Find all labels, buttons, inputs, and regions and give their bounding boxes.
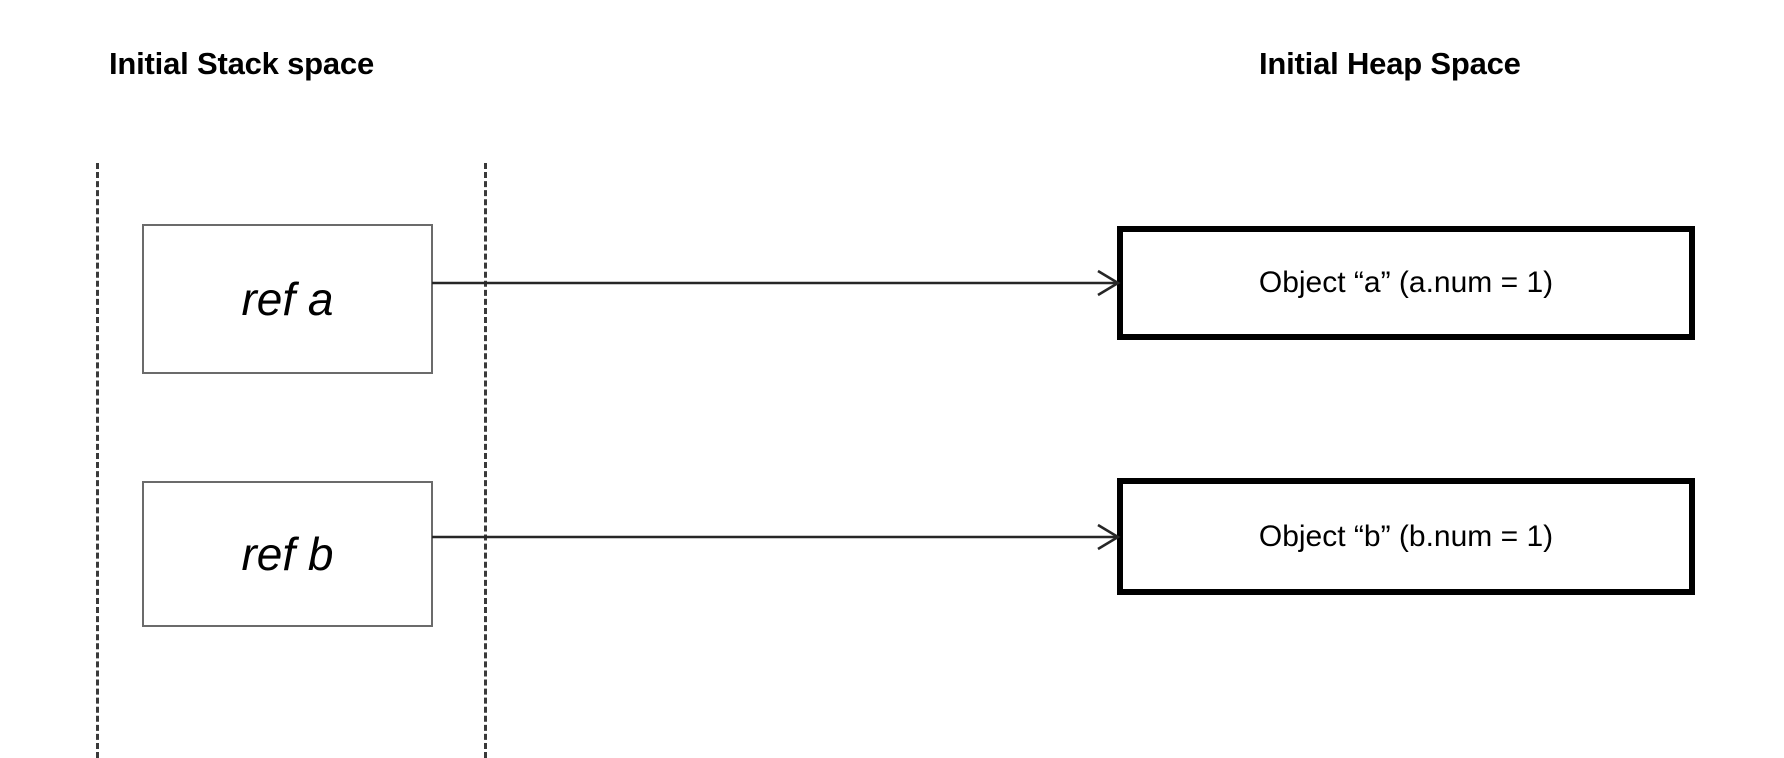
stack-frame-ref-b[interactable]: ref b [142, 481, 433, 627]
stack-frame-ref-a-label: ref a [241, 273, 334, 325]
heap-object-a-label: Object “a” (a.num = 1) [1258, 266, 1554, 299]
heap-object-a[interactable]: Object “a” (a.num = 1) [1117, 226, 1695, 340]
stack-space-heading: Initial Stack space [109, 46, 374, 81]
heap-object-b-label: Object “b” (b.num = 1) [1258, 519, 1554, 553]
stack-boundary-right-dashed-line [484, 163, 487, 758]
stack-boundary-left-dashed-line [96, 163, 99, 758]
heap-object-b[interactable]: Object “b” (b.num = 1) [1117, 478, 1695, 595]
heap-space-heading: Initial Heap Space [1259, 46, 1521, 81]
arrow-ref-b-head-icon [1097, 523, 1121, 551]
arrow-ref-a-to-object-a [432, 269, 1121, 297]
arrow-ref-a-head-icon [1097, 269, 1121, 297]
stack-frame-ref-a[interactable]: ref a [142, 224, 433, 374]
arrow-ref-b-to-object-b [432, 523, 1121, 551]
stack-frame-ref-b-label: ref b [241, 528, 334, 580]
